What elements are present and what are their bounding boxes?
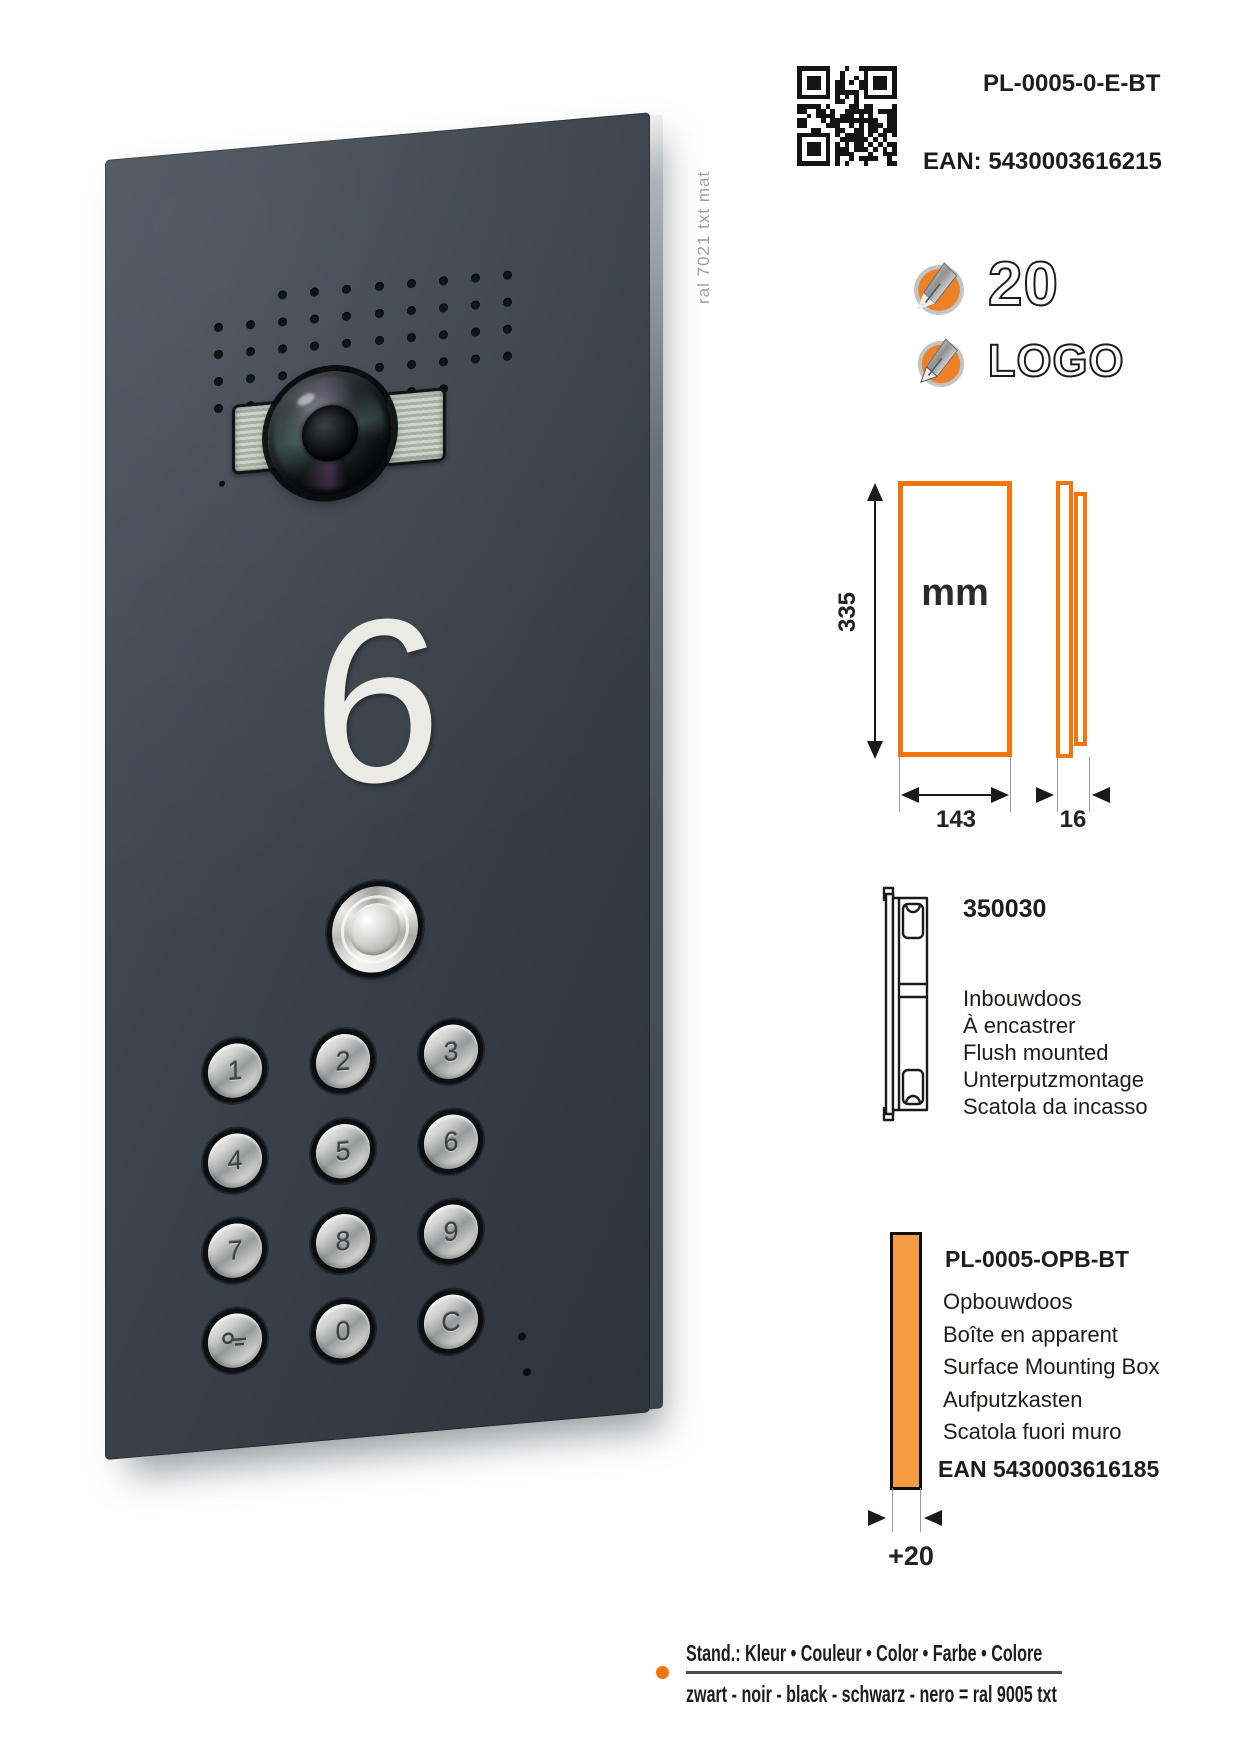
- description-line: Surface Mounting Box: [943, 1354, 1160, 1379]
- qr-code: [797, 66, 897, 166]
- dim-depth-value: 16: [1059, 806, 1087, 833]
- description-line: Scatola da incasso: [963, 1094, 1148, 1119]
- surface-box-ean: EAN 5430003616185: [938, 1456, 1160, 1482]
- flush-box-code: 350030: [963, 895, 1047, 923]
- panel-side-edge: [650, 114, 663, 1410]
- description-line: Inbouwdoos: [963, 986, 1082, 1011]
- surface-box-added-depth: +20: [888, 1541, 934, 1571]
- footer-color-line: zwart - noir - black - schwarz - nero = …: [686, 1681, 1057, 1707]
- pencil-icon: [914, 262, 964, 315]
- keypad-button-key-icon: [208, 1311, 262, 1370]
- description-line: Aufputzkasten: [943, 1386, 1083, 1412]
- surface-box-code: PL-0005-OPB-BT: [945, 1246, 1130, 1272]
- description-line: Boîte en apparent: [943, 1321, 1118, 1347]
- keypad-button-7: 7: [208, 1221, 262, 1280]
- dim-side-view-back: [1074, 492, 1087, 746]
- footer-bullet: [656, 1666, 669, 1679]
- engraving-count: 20: [987, 250, 1059, 319]
- description-line: Opbouwdoos: [943, 1289, 1073, 1314]
- keypad-button-9: 9: [424, 1202, 478, 1262]
- description-line: À encastrer: [963, 1013, 1076, 1038]
- key-icon: [222, 1332, 246, 1346]
- keypad-button-1: 1: [208, 1041, 262, 1100]
- keypad-button-8: 8: [316, 1211, 370, 1271]
- keypad-button-5: 5: [316, 1121, 370, 1181]
- engraving-logo-label: LOGO: [987, 335, 1125, 386]
- keypad-button-0: 0: [316, 1301, 370, 1361]
- description-line: Flush mounted: [963, 1040, 1109, 1065]
- description-line: Unterputzmontage: [963, 1067, 1144, 1092]
- description-line: Scatola fuori muro: [943, 1419, 1122, 1444]
- dim-width-value: 143: [935, 806, 977, 833]
- footer-standard-line: Stand.: Kleur • Couleur • Color • Farbe …: [686, 1640, 1062, 1674]
- dim-height-value: 335: [834, 591, 861, 633]
- keypad-button-C: C: [424, 1292, 478, 1352]
- footer-legend: Stand.: Kleur • Couleur • Color • Farbe …: [686, 1640, 1062, 1708]
- dim-front-view: mm: [898, 481, 1012, 757]
- unit-label: mm: [921, 572, 989, 614]
- surface-box-bar: [890, 1232, 922, 1490]
- flush-box-drawing: [882, 886, 929, 1122]
- pencil-icon: [917, 338, 965, 388]
- panel-finish-note: ral 7021 txt mat: [694, 170, 713, 304]
- keypad-button-4: 4: [208, 1131, 262, 1190]
- product-code: PL-0005-0-E-BT: [983, 70, 1161, 97]
- keypad-button-6: 6: [424, 1112, 478, 1172]
- keypad-button-2: 2: [316, 1031, 370, 1091]
- dim-side-view: [1056, 481, 1073, 758]
- keypad-button-3: 3: [424, 1022, 478, 1082]
- product-ean: EAN: 5430003616215: [923, 148, 1162, 175]
